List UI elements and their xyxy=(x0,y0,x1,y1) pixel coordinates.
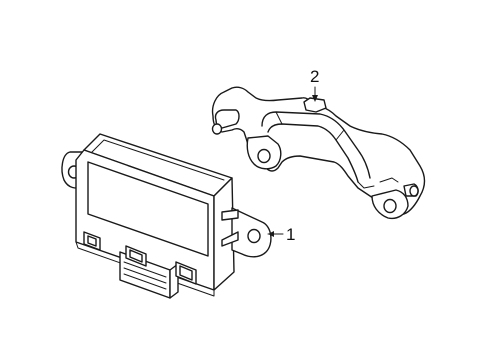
callout-2-label: 2 xyxy=(310,67,319,86)
mounting-bracket xyxy=(211,86,426,220)
callout-2: 2 xyxy=(310,67,319,102)
control-module xyxy=(61,133,272,299)
callout-1-label: 1 xyxy=(286,225,295,244)
callout-1: 1 xyxy=(267,225,295,244)
